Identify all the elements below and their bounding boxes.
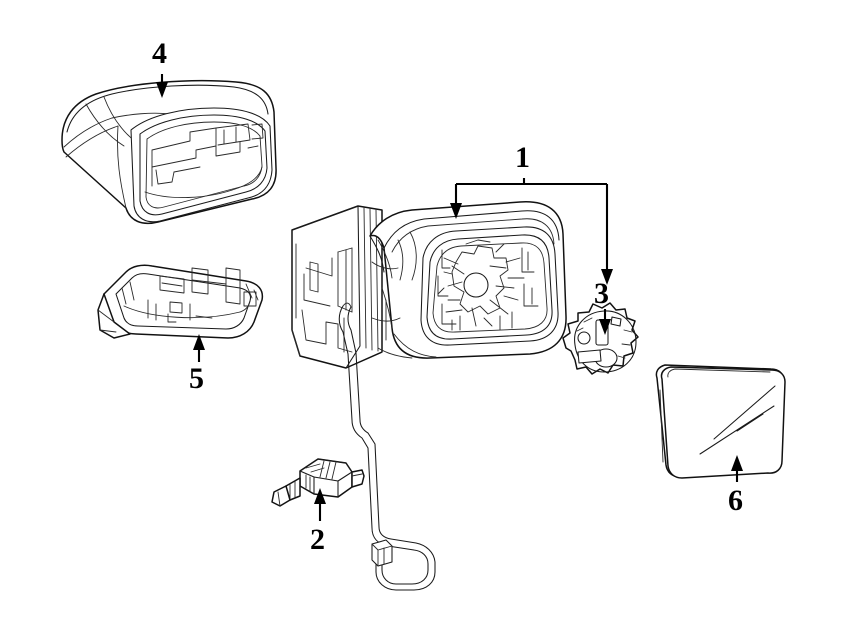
wire-harness xyxy=(338,302,436,591)
callout-label-1: 1 xyxy=(515,141,530,174)
callout-label-5: 5 xyxy=(189,362,204,395)
callout-3-leader xyxy=(599,309,611,335)
part-3-mirror-motor-actuator xyxy=(562,302,639,375)
callout-4-leader xyxy=(156,74,168,98)
callout-6-leader xyxy=(731,455,743,482)
part-2-wiring-connector xyxy=(271,458,365,507)
part-6-mirror-glass xyxy=(655,364,786,479)
callout-label-6: 6 xyxy=(728,484,743,517)
callout-label-2: 2 xyxy=(310,523,325,556)
callout-label-3: 3 xyxy=(594,277,609,310)
callout-1-leader xyxy=(450,178,613,285)
callout-2-leader xyxy=(314,488,326,521)
callout-label-4: 4 xyxy=(152,37,167,70)
callout-5-leader xyxy=(193,334,205,362)
part-1-mirror-assembly xyxy=(291,201,567,591)
part-4-mirror-cover-cap xyxy=(61,79,277,225)
housing-internal-structure xyxy=(437,239,539,331)
part-5-mirror-lower-housing xyxy=(97,264,264,339)
